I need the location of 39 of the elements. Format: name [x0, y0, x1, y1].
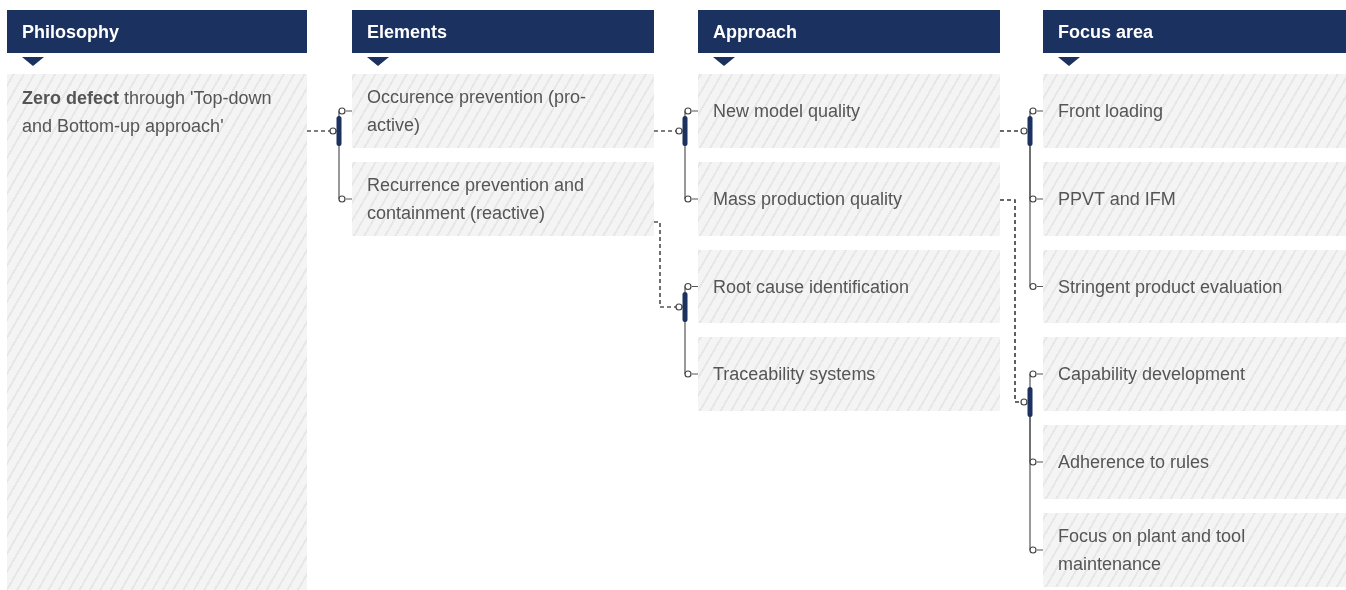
content-panel [1043, 162, 1346, 236]
content-panel [352, 74, 654, 148]
content-panel [698, 162, 1000, 236]
panel-text: PPVT and IFM [1058, 188, 1176, 211]
content-panel [698, 74, 1000, 148]
column-header [7, 10, 307, 53]
panel-text: Front loading [1058, 100, 1164, 123]
header-title: Approach [713, 22, 797, 43]
content-panel [698, 250, 1000, 323]
connector-line [999, 199, 1044, 551]
column-header [698, 10, 1000, 53]
content-panel [1043, 74, 1346, 148]
content-panel [1043, 513, 1346, 587]
column-header [352, 10, 654, 53]
header-title: Philosophy [22, 22, 119, 43]
panel-text: Capability development [1058, 363, 1246, 386]
panel-text: Recurrence prevention and containment (reactive) [367, 174, 586, 225]
panel-text: Mass production quality [713, 188, 903, 211]
column-header [1043, 10, 1346, 53]
panel-text: Traceability systems [713, 363, 876, 386]
panel-text: Zero defect through 'Top-down and Bottom-up approach' [22, 87, 273, 138]
panel-text: New model quality [713, 100, 861, 123]
panel-text: Stringent product evaluation [1058, 275, 1283, 299]
content-panel [352, 162, 654, 236]
header-title: Focus area [1058, 22, 1154, 43]
panel-text: Focus on plant and tool maintenance [1058, 525, 1247, 576]
connector-line [306, 130, 353, 200]
header-title: Elements [367, 22, 448, 43]
content-panel [1043, 337, 1346, 411]
connector-line [653, 130, 699, 200]
content-panel [1043, 250, 1346, 323]
panel-text: Adherence to rules [1058, 451, 1210, 474]
panel-text: Occurence prevention (pro-active) [367, 86, 588, 137]
connector-line [653, 221, 699, 375]
panel-text: Root cause identification [713, 275, 910, 299]
content-panel [698, 337, 1000, 411]
connector-line [999, 130, 1044, 288]
content-panel [1043, 425, 1346, 499]
content-panel [7, 74, 307, 590]
